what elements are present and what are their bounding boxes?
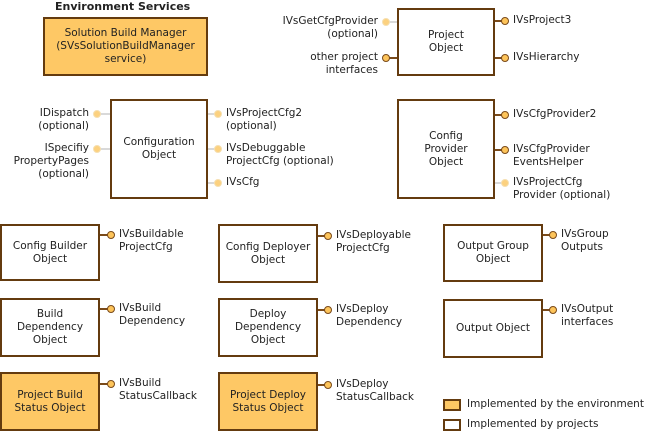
lollipop-icon [93, 110, 101, 118]
lollipop-icon [324, 381, 332, 389]
lollipop-icon [501, 146, 509, 154]
interface-label: IVsCfg [226, 176, 260, 188]
interface-label: IVsDeploy Dependency [336, 303, 403, 328]
interface-label: ISpecifiy PropertyPages (optional) [13, 142, 89, 180]
lollipop-icon [214, 145, 222, 153]
interface-label: IVsBuild Dependency [119, 302, 186, 327]
lollipop-icon [324, 232, 332, 240]
interface-label: IVsBuild StatusCallback [119, 377, 198, 402]
lollipop-icon [214, 179, 222, 187]
interface-label: IVsCfgProvider2 [513, 108, 597, 120]
interface-label: IVsDebuggable ProjectCfg (optional) [226, 142, 334, 167]
config-provider-object-box: Config Provider Object [397, 99, 495, 199]
lollipop-icon [214, 110, 222, 118]
interface-label: IVsProject3 [513, 14, 572, 26]
lollipop-icon [549, 231, 557, 239]
lollipop-icon [324, 306, 332, 314]
project-object-box: Project Object [397, 8, 495, 76]
environment-services-heading: Environment Services [55, 0, 191, 13]
solution-build-manager-box: Solution Build Manager (SVsSolutionBuild… [43, 17, 208, 76]
interface-label: IVsDeploy StatusCallback [336, 378, 415, 403]
interface-label: IVsOutput interfaces [561, 303, 614, 328]
config-deployer-object-box: Config Deployer Object [218, 224, 318, 283]
project-deploy-status-object-box: Project Deploy Status Object [218, 372, 318, 431]
interface-label: IVsProjectCfg2 (optional) [226, 107, 303, 132]
lollipop-icon [501, 179, 509, 187]
output-group-object-box: Output Group Object [443, 224, 543, 282]
legend-label-environment: Implemented by the environment [467, 398, 644, 410]
interface-label: IVsHierarchy [513, 51, 580, 63]
output-object-box: Output Object [443, 299, 543, 358]
project-build-status-object-box: Project Build Status Object [0, 372, 100, 431]
lollipop-icon [382, 18, 390, 26]
interface-label: IVsBuildable ProjectCfg [119, 228, 184, 253]
lollipop-icon [549, 306, 557, 314]
configuration-object-box: Configuration Object [110, 99, 208, 199]
legend-swatch-projects [443, 419, 461, 431]
lollipop-icon [501, 17, 509, 25]
interface-label: other project interfaces [310, 51, 378, 76]
interface-label: IVsGetCfgProvider (optional) [282, 15, 378, 40]
lollipop-icon [107, 231, 115, 239]
interface-label: IVsGroup Outputs [561, 228, 609, 253]
lollipop-icon [501, 111, 509, 119]
deploy-dependency-object-box: Deploy Dependency Object [218, 298, 318, 357]
interface-label: IVsProjectCfg Provider (optional) [513, 176, 611, 201]
build-dependency-object-box: Build Dependency Object [0, 298, 100, 357]
legend-swatch-environment [443, 399, 461, 411]
interface-label: IVsDeployable ProjectCfg [336, 229, 411, 254]
interface-label: IVsCfgProvider EventsHelper [513, 143, 590, 168]
interface-label: IDispatch (optional) [38, 107, 89, 132]
lollipop-icon [501, 54, 509, 62]
lollipop-icon [93, 145, 101, 153]
config-builder-object-box: Config Builder Object [0, 224, 100, 281]
legend-label-projects: Implemented by projects [467, 418, 599, 430]
lollipop-icon [107, 305, 115, 313]
lollipop-icon [107, 380, 115, 388]
lollipop-icon [382, 54, 390, 62]
